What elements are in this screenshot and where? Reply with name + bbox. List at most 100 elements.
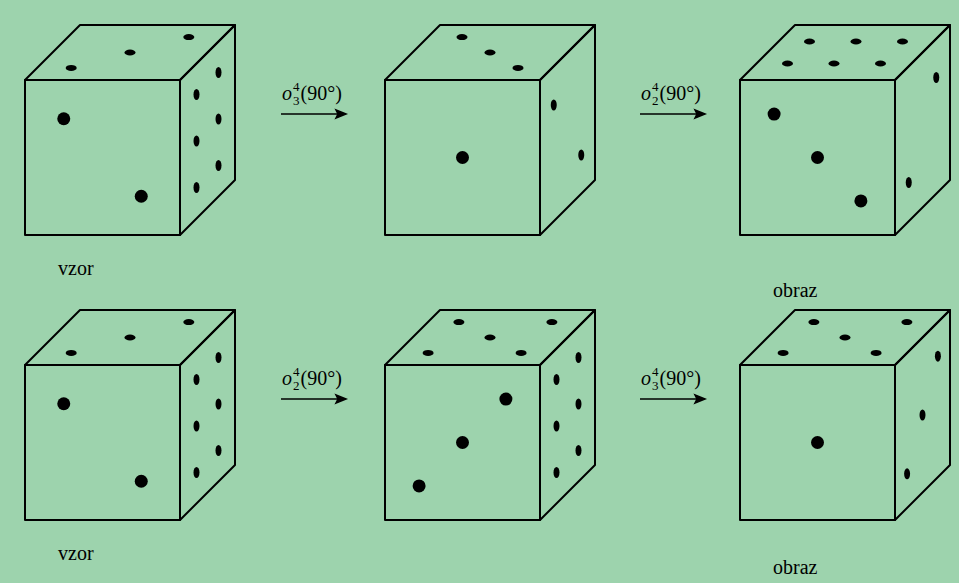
die-pip [456, 436, 469, 449]
die-top-face [25, 25, 235, 80]
die-pip [811, 151, 824, 164]
die-pip [216, 160, 222, 171]
rotation-angle: (90°) [301, 82, 342, 105]
die-pip [57, 397, 70, 410]
die-pip [183, 319, 194, 325]
die-cube [740, 310, 950, 520]
arrow-head [336, 110, 346, 118]
operator-superscript: 4 [293, 365, 300, 379]
rotation-angle: (90°) [660, 82, 701, 105]
die-pip [135, 475, 148, 488]
rotation-operator: o42(90°) [282, 365, 342, 392]
operator-symbol: o [282, 367, 292, 390]
die-pip [933, 72, 939, 83]
arrow-head [695, 110, 705, 118]
die-pip [871, 350, 882, 356]
die-right-face [540, 25, 595, 235]
die-cube [385, 25, 595, 235]
die-pip [920, 410, 926, 421]
operator-symbol: o [282, 82, 292, 105]
die-pip [875, 61, 886, 67]
die-right-face [895, 25, 950, 235]
operator-symbol: o [641, 367, 651, 390]
die-pip [546, 319, 557, 325]
die-front-face [740, 80, 895, 235]
die-pip [808, 319, 819, 325]
die-pip [499, 393, 512, 406]
die-pip [183, 34, 194, 40]
die-pip [854, 194, 867, 207]
index-stack: 42 [652, 80, 659, 107]
die-front-face [740, 365, 895, 520]
operator-superscript: 4 [652, 365, 659, 379]
operator-subscript: 2 [293, 379, 300, 393]
die-pip [125, 50, 136, 56]
die-pip [216, 445, 222, 456]
caption-word: vzor [58, 542, 94, 564]
die-front-face [25, 80, 180, 235]
die-cube [25, 25, 235, 235]
rotation-angle: (90°) [301, 367, 342, 390]
die-pip [194, 467, 200, 478]
index-stack: 42 [293, 365, 300, 392]
die-pip [57, 112, 70, 125]
die-pip [485, 335, 496, 341]
die-pip [135, 190, 148, 203]
die-pip [554, 467, 560, 478]
die-pip [66, 350, 77, 356]
arrow-line [281, 113, 340, 115]
operator-symbol: o [641, 82, 651, 105]
arrow-head [336, 395, 346, 403]
die-top-face [740, 25, 950, 80]
index-stack: 43 [293, 80, 300, 107]
die-pip [851, 39, 862, 45]
die-pip [216, 399, 222, 410]
rotation-angle: (90°) [660, 367, 701, 390]
die-pip [216, 352, 222, 363]
operator-subscript: 3 [652, 379, 659, 393]
die-pip [576, 399, 582, 410]
die-pip [804, 39, 815, 45]
rotation-operator: o43(90°) [282, 80, 342, 107]
die-top-face [25, 310, 235, 365]
die-pip [576, 445, 582, 456]
die-cube [25, 310, 235, 520]
die-pip [840, 335, 851, 341]
die-pip [423, 350, 434, 356]
die-pip [216, 114, 222, 125]
die-front-face [385, 80, 540, 235]
die-top-face [385, 25, 595, 80]
caption-word: obraz [773, 556, 817, 578]
die-right-face [180, 310, 235, 520]
die-pip [554, 421, 560, 432]
die-top-face [385, 310, 595, 365]
die-pip [194, 374, 200, 385]
die-front-face [25, 365, 180, 520]
mapping-arrows [281, 110, 705, 403]
die-cube [740, 25, 950, 235]
die-cube [385, 310, 595, 520]
index-stack: 43 [652, 365, 659, 392]
arrow-line [640, 113, 699, 115]
die-pip [457, 34, 468, 40]
rotation-operator: o43(90°) [641, 365, 701, 392]
arrow-line [640, 398, 699, 400]
operator-superscript: 4 [652, 80, 659, 94]
die-pip [935, 351, 941, 362]
die-right-face [180, 25, 235, 235]
die-pip [551, 100, 557, 111]
die-pip [456, 151, 469, 164]
arrow-line [281, 398, 340, 400]
die-pip [413, 479, 426, 492]
operator-subscript: 3 [293, 94, 300, 108]
die-pip [194, 136, 200, 147]
die-pip [768, 108, 781, 121]
die-pip [778, 350, 789, 356]
die-top-face [740, 310, 950, 365]
die-pip [897, 39, 908, 45]
operator-superscript: 4 [293, 80, 300, 94]
die-pip [782, 61, 793, 67]
die-right-face [540, 310, 595, 520]
die-pip [904, 468, 910, 479]
caption-word: vzor [58, 257, 94, 279]
